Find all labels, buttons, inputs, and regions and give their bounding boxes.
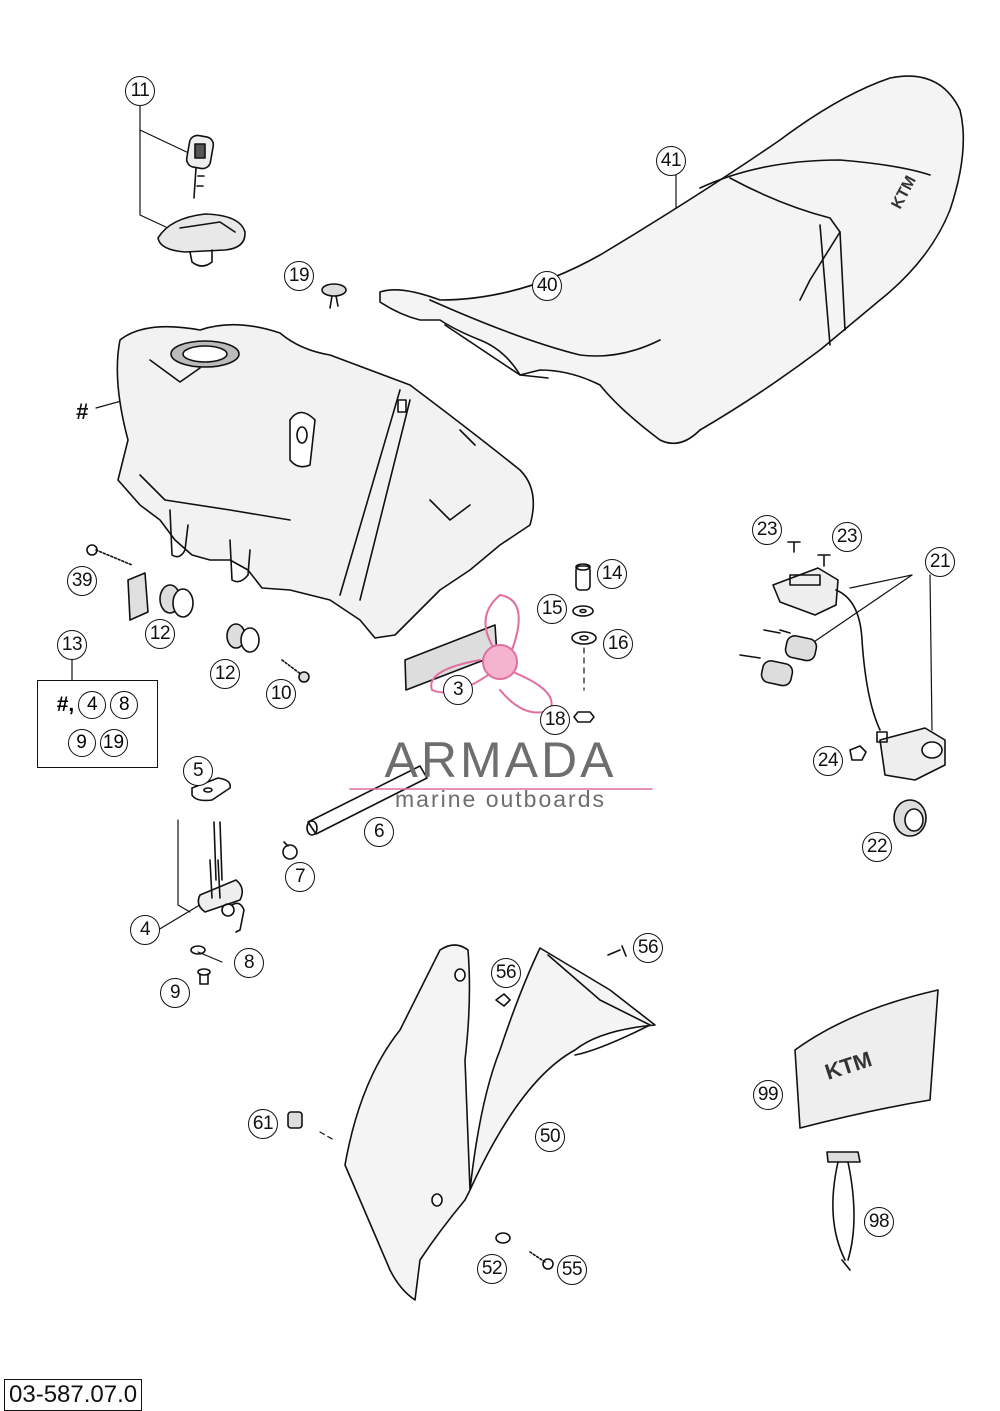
kit-item-4: 4 <box>78 691 107 719</box>
watermark-logo <box>430 594 553 714</box>
screw-9 <box>197 968 211 985</box>
callout-16: 16 <box>603 629 633 659</box>
bolt-10 <box>281 659 310 683</box>
key-icon <box>185 134 215 199</box>
callout-10: 10 <box>266 679 296 709</box>
callout-55: 55 <box>557 1255 587 1285</box>
callout-8: 8 <box>234 948 264 978</box>
callout-7: 7 <box>285 862 315 892</box>
kit-item-8: 8 <box>110 691 139 719</box>
callout-21: 21 <box>925 547 955 577</box>
watermark: ARMADA marine outboards <box>348 732 653 813</box>
screws-23 <box>787 541 831 567</box>
grommet-12a <box>159 584 194 618</box>
seat: KTM <box>379 75 965 445</box>
washer-52 <box>495 1232 511 1244</box>
screw-19 <box>321 283 347 309</box>
hose-clamp <box>282 841 298 860</box>
callout-40: 40 <box>532 271 562 301</box>
kit-contents-box: #, 4 8 9 19 <box>37 680 158 768</box>
callout-4: 4 <box>130 915 160 945</box>
callout-52: 52 <box>477 1254 507 1284</box>
callout-23-right: 23 <box>832 522 862 552</box>
fuel-hose <box>306 765 428 836</box>
grommet-12b <box>226 623 260 653</box>
callout-56: 56 <box>633 933 663 963</box>
callout-12: 12 <box>145 619 175 649</box>
callout-23: 23 <box>752 515 782 545</box>
callout-98: 98 <box>864 1207 894 1237</box>
nut-24 <box>849 745 867 761</box>
callout-15: 15 <box>537 594 567 624</box>
callout-3: 3 <box>443 675 473 705</box>
callout-14: 14 <box>597 559 627 589</box>
callout-hash: # <box>76 399 88 424</box>
kit-item-19: 19 <box>99 729 128 757</box>
callout-12-lower: 12 <box>210 659 240 689</box>
clip-61 <box>287 1111 303 1129</box>
bolt-39 <box>86 544 133 566</box>
callout-41: 41 <box>656 146 686 176</box>
callout-39: 39 <box>67 566 97 596</box>
watermark-tagline: marine outboards <box>395 786 606 812</box>
ignition-switch <box>772 567 946 781</box>
callout-50: 50 <box>535 1122 565 1152</box>
washer-8 <box>190 945 206 955</box>
callout-11: 11 <box>125 76 155 106</box>
watermark-name: ARMADA <box>384 732 617 788</box>
screws-56 <box>495 945 627 1007</box>
kit-prefix: #, <box>56 693 75 716</box>
rubber-pad <box>127 572 149 621</box>
callout-5: 5 <box>183 756 213 786</box>
callout-18: 18 <box>540 705 570 735</box>
kit-item-9: 9 <box>67 729 96 757</box>
callout-13: 13 <box>57 630 87 660</box>
callout-24: 24 <box>813 746 843 776</box>
fuel-tap <box>191 777 245 933</box>
keys-21 <box>739 629 818 687</box>
callout-19: 19 <box>284 261 314 291</box>
callout-56-left: 56 <box>491 958 521 988</box>
decal-99: KTM <box>794 989 939 1129</box>
callout-22: 22 <box>862 832 892 862</box>
fuel-cap <box>157 134 246 267</box>
side-cover <box>344 944 656 1301</box>
callout-61: 61 <box>248 1109 278 1139</box>
bushing-22 <box>893 799 927 837</box>
callout-99: 99 <box>753 1080 783 1110</box>
screw-55 <box>529 1251 554 1270</box>
callout-9: 9 <box>160 978 190 1008</box>
diagram-reference: 03-587.07.0 <box>4 1379 143 1411</box>
fuel-tank <box>116 323 535 639</box>
tool-98 <box>826 1151 861 1271</box>
hardware-stack <box>571 563 597 723</box>
callout-6: 6 <box>364 817 394 847</box>
